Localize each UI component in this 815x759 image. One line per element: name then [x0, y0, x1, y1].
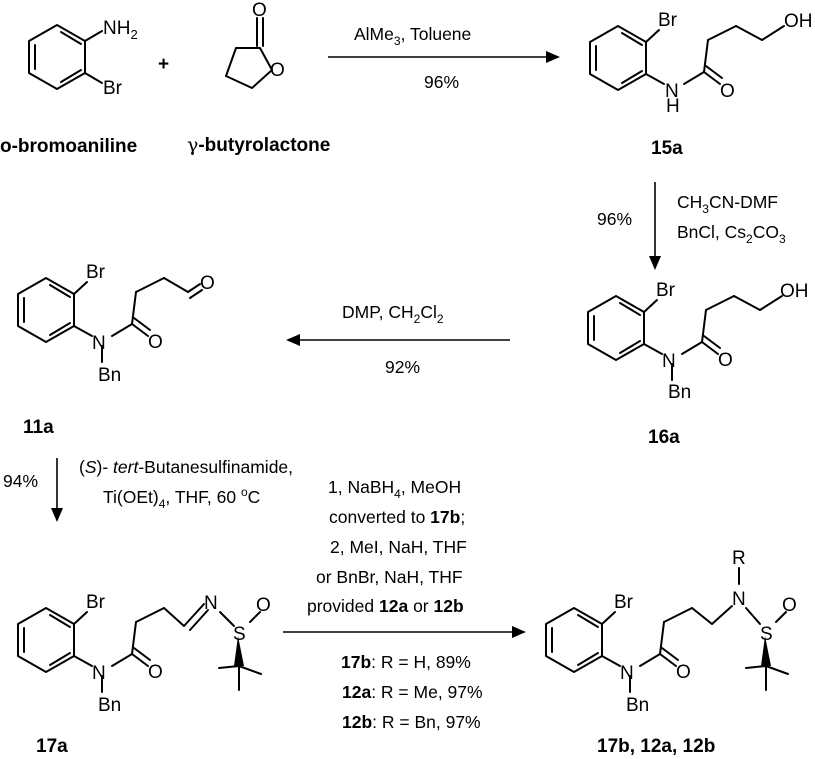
step3-reagents: DMP, CH2Cl2: [342, 302, 444, 326]
step4-yield: 94%: [3, 471, 38, 491]
atom-bn: Bn: [668, 382, 691, 403]
atom-o-sulfinyl: O: [256, 595, 271, 616]
plus-sign: +: [158, 54, 169, 75]
atom-oh: OH: [780, 281, 809, 302]
step5-line2: converted to 17b;: [329, 507, 465, 527]
structure-gamma-butyrolactone: O O γ-butyrolactone: [187, 0, 330, 156]
step4-line2: Ti(OEt)4, THF, 60 oC: [103, 485, 260, 511]
structure-17a: Br N S O N O Bn 17a: [17, 592, 271, 757]
atom-br: Br: [614, 592, 634, 613]
atom-br: Br: [658, 10, 678, 31]
atom-bn: Bn: [98, 365, 121, 386]
arrow-step4: 94% (S)- tert-Butanesulfinamide, Ti(OEt)…: [3, 457, 293, 522]
atom-o: O: [148, 662, 163, 683]
structure-11a: Br O N O Bn 11a: [17, 262, 215, 438]
step5-yield-12b: 12b: R = Bn, 97%: [342, 712, 481, 732]
label-17a: 17a: [36, 736, 68, 757]
atom-o: O: [718, 350, 733, 371]
step4-line1: (S)- tert-Butanesulfinamide,: [79, 457, 293, 477]
step5-line3: 2, MeI, NaH, THF: [330, 537, 467, 557]
structure-16a: Br OH N O Bn 16a: [587, 280, 809, 448]
atom-br: Br: [86, 592, 106, 613]
arrow-step1: AlMe3, Toluene 96%: [328, 24, 560, 92]
label-o-bromoaniline: o-bromoaniline: [0, 136, 137, 157]
atom-r: R: [732, 548, 746, 569]
arrow-step3: DMP, CH2Cl2 92%: [286, 302, 510, 377]
atom-ring-o: O: [270, 60, 285, 81]
label-16a: 16a: [648, 427, 680, 448]
atom-o: O: [720, 81, 735, 102]
atom-n: N: [92, 663, 106, 684]
label-15a: 15a: [651, 138, 683, 159]
atom-n: N: [662, 351, 676, 372]
atom-nh2: NH2: [103, 18, 138, 42]
atom-br: Br: [86, 262, 106, 283]
atom-br: Br: [103, 78, 123, 99]
atom-s: S: [233, 624, 246, 645]
step2-line1: CH3CN-DMF: [677, 192, 778, 216]
atom-n: N: [665, 81, 679, 102]
label-butyrolactone: γ-butyrolactone: [187, 134, 330, 156]
atom-bn: Bn: [98, 695, 121, 716]
atom-n: N: [620, 663, 634, 684]
step2-line2: BnCl, Cs2CO3: [677, 222, 786, 246]
step1-reagents: AlMe3, Toluene: [354, 24, 471, 48]
atom-br: Br: [656, 280, 676, 301]
atom-o: O: [676, 662, 691, 683]
atom-bn: Bn: [626, 695, 649, 716]
atom-n-imine: N: [204, 593, 218, 614]
structure-15a: Br OH N H O 15a: [589, 10, 813, 159]
arrow-step5: 1, NaBH4, MeOH converted to 17b; 2, MeI,…: [283, 477, 526, 732]
label-11a: 11a: [23, 417, 54, 438]
label-product: 17b, 12a, 12b: [597, 736, 715, 757]
atom-carbonyl-o: O: [252, 0, 267, 21]
structure-o-bromoaniline: NH2 Br o-bromoaniline: [0, 18, 138, 157]
atom-n: N: [92, 333, 106, 354]
atom-oh: OH: [784, 11, 813, 32]
atom-o: O: [148, 332, 163, 353]
structure-product: Br R N S O N O Bn 17b, 12a, 12b: [545, 548, 797, 757]
step5-yield-17b: 17b: R = H, 89%: [341, 652, 471, 672]
atom-s: S: [760, 624, 773, 645]
step5-line4: or BnBr, NaH, THF: [316, 567, 463, 587]
step5-yield-12a: 12a: R = Me, 97%: [342, 682, 483, 702]
step1-yield: 96%: [424, 72, 459, 92]
atom-o-sulfinyl: O: [782, 595, 797, 616]
step2-yield: 96%: [597, 209, 632, 229]
atom-n-amine: N: [732, 589, 746, 610]
atom-h: H: [666, 96, 680, 117]
step3-yield: 92%: [385, 357, 420, 377]
arrow-step2: 96% CH3CN-DMF BnCl, Cs2CO3: [597, 182, 786, 270]
atom-o-aldehyde: O: [200, 273, 215, 294]
step5-line5: provided 12a or 12b: [307, 596, 464, 616]
step5-line1: 1, NaBH4, MeOH: [328, 477, 461, 501]
